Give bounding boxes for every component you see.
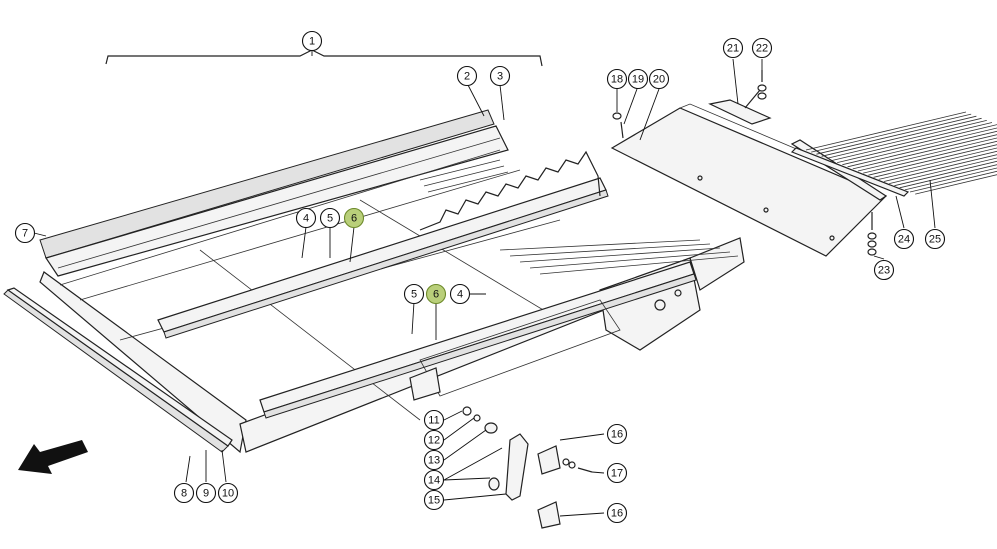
callout-10: 10 <box>217 482 239 504</box>
callout-circle <box>751 37 773 59</box>
leader-lines <box>33 50 936 517</box>
callout-label: 10 <box>222 488 234 500</box>
callout-label: 3 <box>497 71 503 83</box>
callout-circle <box>722 37 744 59</box>
callout-label: 25 <box>929 234 941 246</box>
callout-label: 4 <box>457 289 463 301</box>
callout-circle <box>606 68 628 90</box>
callout-label: 5 <box>327 213 333 225</box>
callout-circle <box>301 30 323 52</box>
callout-label: 9 <box>203 488 209 500</box>
callout-label: 20 <box>653 74 665 86</box>
callout-18: 18 <box>606 68 628 90</box>
callout-circle <box>14 222 36 244</box>
callout-9: 9 <box>195 482 217 504</box>
callout-25: 25 <box>924 228 946 250</box>
callout-circle <box>425 283 447 305</box>
callout-24: 24 <box>893 228 915 250</box>
callout-circle <box>606 423 628 445</box>
callout-label: 11 <box>428 415 439 427</box>
fasteners <box>612 70 877 256</box>
callout-label: 2 <box>464 71 470 83</box>
callout-label: 6 <box>433 289 439 301</box>
callout-label: 1 <box>309 36 315 48</box>
callout-14: 14 <box>423 469 445 491</box>
callout-16: 16 <box>606 502 628 524</box>
callout-2: 2 <box>456 65 478 87</box>
callout-circle <box>893 228 915 250</box>
callout-label: 24 <box>898 234 910 246</box>
callout-label: 13 <box>428 455 440 467</box>
callout-circle <box>873 259 895 281</box>
callout-6: 6 <box>425 283 447 305</box>
callout-circle <box>423 489 445 511</box>
callout-5: 5 <box>403 283 425 305</box>
callout-19: 19 <box>627 68 649 90</box>
callout-4: 4 <box>449 283 471 305</box>
callout-label: 16 <box>611 429 623 441</box>
callout-label: 21 <box>727 43 739 55</box>
callout-circle <box>456 65 478 87</box>
callout-label: 6 <box>351 213 357 225</box>
callout-label: 18 <box>611 74 623 86</box>
callout-circle <box>606 502 628 524</box>
callout-circle <box>217 482 239 504</box>
callout-3: 3 <box>489 65 511 87</box>
callout-4: 4 <box>295 207 317 229</box>
callout-label: 5 <box>411 289 417 301</box>
callout-circle <box>627 68 649 90</box>
callout-12: 12 <box>423 429 445 451</box>
callout-20: 20 <box>648 68 670 90</box>
callout-circle <box>343 207 365 229</box>
group-bracket <box>105 48 543 67</box>
hanger-parts <box>462 406 593 529</box>
callout-circle <box>173 482 195 504</box>
callout-16: 16 <box>606 423 628 445</box>
callout-circle <box>449 283 471 305</box>
callout-7: 7 <box>14 222 36 244</box>
callout-label: 8 <box>181 488 187 500</box>
callout-circle <box>195 482 217 504</box>
callout-13: 13 <box>423 449 445 471</box>
side-strip <box>3 287 233 453</box>
cover-plate <box>610 103 888 257</box>
callout-circle <box>924 228 946 250</box>
callout-21: 21 <box>722 37 744 59</box>
callout-label: 22 <box>756 43 768 55</box>
callout-label: 15 <box>428 495 440 507</box>
callout-8: 8 <box>173 482 195 504</box>
callout-circle <box>423 409 445 431</box>
callout-15: 15 <box>423 489 445 511</box>
callout-circle <box>423 469 445 491</box>
callout-1: 1 <box>301 30 323 52</box>
callout-circle <box>489 65 511 87</box>
callout-circle <box>319 207 341 229</box>
callout-6: 6 <box>343 207 365 229</box>
callout-circle <box>403 283 425 305</box>
callout-23: 23 <box>873 259 895 281</box>
callout-22: 22 <box>751 37 773 59</box>
callout-circle <box>648 68 670 90</box>
callout-label: 14 <box>428 475 440 487</box>
callout-circle <box>606 462 628 484</box>
callout-label: 23 <box>878 265 890 277</box>
callout-circle <box>295 207 317 229</box>
main-frame <box>39 109 745 454</box>
callout-label: 17 <box>611 468 623 480</box>
callout-label: 4 <box>303 213 309 225</box>
arrow-down-left-icon <box>18 440 88 474</box>
callout-label: 7 <box>22 228 28 240</box>
finger-sieve <box>790 111 997 201</box>
callout-circle <box>423 449 445 471</box>
callout-label: 16 <box>611 508 623 520</box>
callout-17: 17 <box>606 462 628 484</box>
callout-5: 5 <box>319 207 341 229</box>
callout-11: 11 <box>423 409 445 431</box>
callout-label: 12 <box>428 435 440 447</box>
top-bracket <box>708 89 772 125</box>
callout-circle <box>423 429 445 451</box>
callout-label: 19 <box>632 74 644 86</box>
